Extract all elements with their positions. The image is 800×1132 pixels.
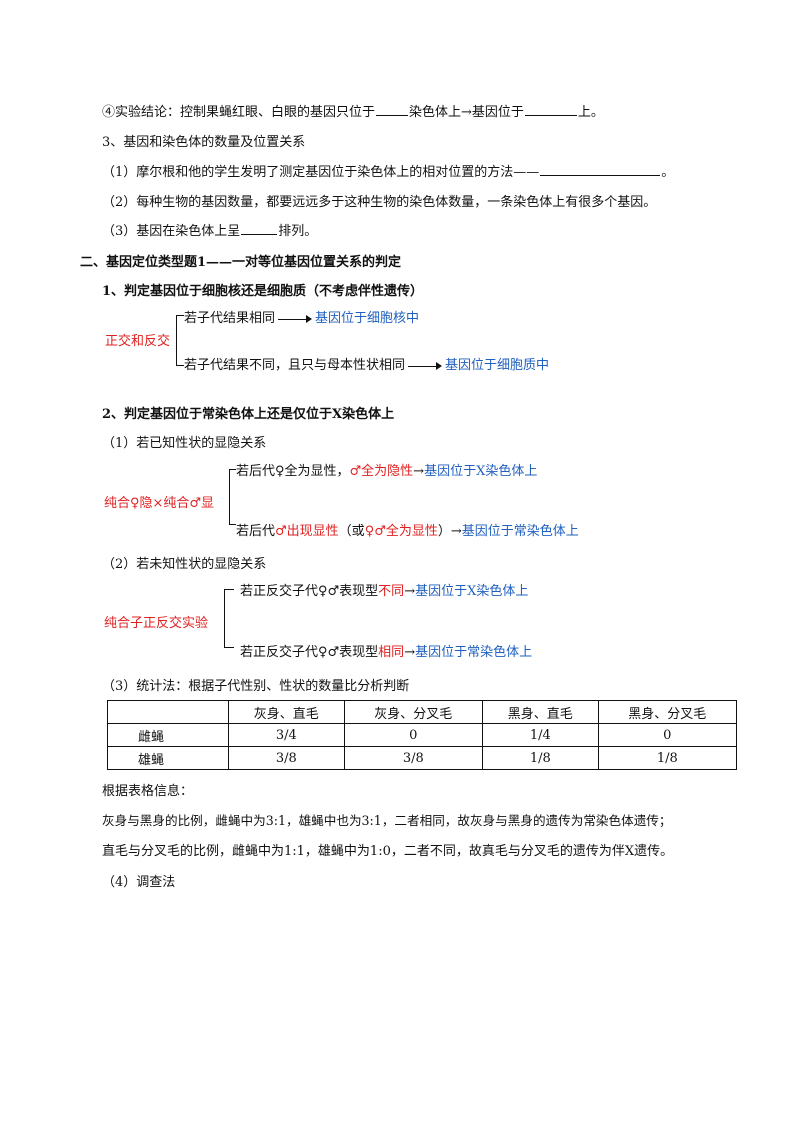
section-3-item-3: （3）基因在染色体上呈排列。 bbox=[102, 220, 317, 239]
table-cell: 1/8 bbox=[481, 746, 599, 770]
subsection-2-item-4: （4）调查法 bbox=[102, 875, 176, 890]
analysis-body-color: 灰身与黑身的比例，雌蝇中为3:1，雄蝇中也为3:1，二者相同，故灰身与黑身的遗传… bbox=[102, 813, 672, 828]
conclusion-line: ④实验结论：控制果蝇红眼、白眼的基因只位于染色体上→基因位于上。 bbox=[102, 101, 604, 120]
subsection-1-title: 1、判定基因位于细胞核还是细胞质（不考虑伴性遗传） bbox=[102, 284, 424, 299]
table-cell: 1/8 bbox=[597, 746, 738, 770]
blank-4 bbox=[241, 221, 278, 235]
table-info-label: 根据表格信息： bbox=[102, 784, 194, 799]
table-cell: 0 bbox=[597, 723, 738, 747]
subsection-2-item-2: （2）若未知性状的显隐关系 bbox=[102, 557, 267, 572]
analysis-bristle: 直毛与分叉毛的比例，雌蝇中为1:1，雄蝇中为1:0，二者不同，故真毛与分叉毛的遗… bbox=[102, 844, 674, 859]
table-header-cell: 灰身、分叉毛 bbox=[343, 700, 483, 724]
table-header-row: 灰身、直毛 灰身、分叉毛 黑身、直毛 黑身、分叉毛 bbox=[107, 700, 738, 724]
table-row: 雄蝇 3/8 3/8 1/8 1/8 bbox=[107, 746, 738, 770]
table-header-cell bbox=[107, 700, 229, 724]
section-3-item-1: （1）摩尔根和他的学生发明了测定基因位于染色体上的相对位置的方法——。 bbox=[102, 161, 674, 180]
table-cell: 3/8 bbox=[343, 746, 483, 770]
pure-reciprocal-label: 纯合子正反交实验 bbox=[104, 616, 209, 631]
branch-x-linked-unknown: 若正反交子代♀♂表现型不同→基因位于X染色体上 bbox=[240, 584, 529, 599]
table-header-cell: 黑身、分叉毛 bbox=[597, 700, 738, 724]
offspring-ratio-table: 灰身、直毛 灰身、分叉毛 黑身、直毛 黑身、分叉毛 雌蝇 3/4 0 1/4 0… bbox=[107, 700, 738, 770]
table-cell: 雌蝇 bbox=[107, 723, 229, 747]
branch-autosome-known: 若后代♂出现显性（或♀♂全为显性）→基因位于常染色体上 bbox=[236, 524, 579, 539]
table-cell: 0 bbox=[343, 723, 483, 747]
table-cell: 1/4 bbox=[481, 723, 599, 747]
table-cell: 3/4 bbox=[228, 723, 345, 747]
brace-3 bbox=[224, 589, 225, 647]
arrow-right-icon bbox=[278, 314, 313, 324]
blank-3 bbox=[540, 162, 661, 176]
brace-2 bbox=[229, 469, 230, 524]
branch-autosome-unknown: 若正反交子代♀♂表现型相同→基因位于常染色体上 bbox=[240, 645, 533, 660]
subsection-2-title: 2、判定基因位于常染色体上还是仅位于X染色体上 bbox=[102, 407, 395, 422]
cross-known-label: 纯合♀隐×纯合♂显 bbox=[104, 496, 215, 511]
subsection-2-item-3: （3）统计法：根据子代性别、性状的数量比分析判断 bbox=[102, 679, 410, 694]
brace-1 bbox=[176, 315, 177, 365]
table-header-cell: 灰身、直毛 bbox=[228, 700, 345, 724]
part-2-title: 二、基因定位类型题1——一对等位基因位置关系的判定 bbox=[80, 255, 402, 270]
table-cell: 3/8 bbox=[228, 746, 345, 770]
arrow-right-icon bbox=[408, 361, 443, 371]
branch-different-result: 若子代结果不同，且只与母本性状相同基因位于细胞质中 bbox=[184, 358, 550, 373]
reciprocal-cross-label: 正交和反交 bbox=[105, 334, 171, 349]
table-row: 雌蝇 3/4 0 1/4 0 bbox=[107, 723, 738, 747]
branch-same-result: 若子代结果相同基因位于细胞核中 bbox=[184, 311, 420, 326]
blank-2 bbox=[524, 102, 577, 116]
section-3-title: 3、基因和染色体的数量及位置关系 bbox=[102, 135, 306, 150]
branch-x-linked-known: 若后代♀全为显性，♂全为隐性→基因位于X染色体上 bbox=[236, 464, 538, 479]
section-3-item-2: （2）每种生物的基因数量，都要远远多于这种生物的染色体数量，一条染色体上有很多个… bbox=[102, 195, 657, 210]
table-header-cell: 黑身、直毛 bbox=[481, 700, 599, 724]
table-cell: 雄蝇 bbox=[107, 746, 229, 770]
blank-1 bbox=[376, 102, 409, 116]
subsection-2-item-1: （1）若已知性状的显隐关系 bbox=[102, 436, 267, 451]
